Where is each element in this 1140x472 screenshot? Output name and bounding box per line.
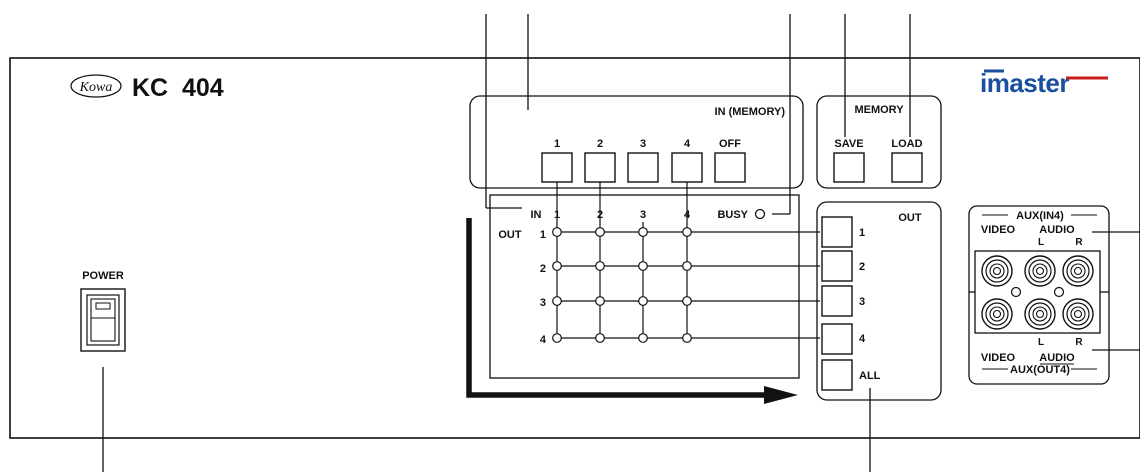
aux-in-video-label: VIDEO [981, 224, 1016, 236]
in-memory-button-labels: 1 2 3 4 OFF [554, 138, 741, 150]
crosspoint-4-3 [638, 333, 648, 343]
out-title: OUT [898, 212, 922, 224]
kowa-logo: Kowa [79, 80, 113, 95]
aux-out-audio-left-jack[interactable] [1024, 298, 1056, 330]
out-button-1[interactable] [821, 216, 853, 248]
aux-indicator-right [1053, 286, 1065, 298]
aux-in-audio-label: AUDIO [1039, 224, 1075, 236]
aux-in-audio-right-jack[interactable] [1062, 255, 1094, 287]
in-memory-label-4: 4 [684, 138, 691, 150]
matrix-box [489, 194, 800, 379]
aux-in-title: AUX(IN4) [1016, 210, 1064, 222]
matrix-output-3: 3 [540, 297, 546, 309]
in-memory-label-1: 1 [554, 138, 560, 150]
matrix-in-label: IN [531, 209, 542, 221]
memory-box [816, 95, 942, 189]
out-label-all: ALL [859, 370, 881, 382]
aux-in-video-jack[interactable] [981, 255, 1013, 287]
crosspoint-3-3 [638, 296, 648, 306]
busy-label: BUSY [717, 209, 748, 221]
out-label-4: 4 [859, 333, 866, 345]
in-memory-label-2: 2 [597, 138, 603, 150]
save-label: SAVE [834, 138, 863, 150]
crosspoint-3-4 [682, 296, 692, 306]
in-memory-label-off: OFF [719, 138, 741, 150]
aux-out-title: AUX(OUT4) [1010, 364, 1070, 376]
aux-in-right-label: R [1075, 237, 1083, 248]
crosspoint-4-1 [552, 333, 562, 343]
out-label-3: 3 [859, 296, 865, 308]
matrix-output-4: 4 [540, 334, 547, 346]
in-memory-button-3[interactable] [627, 152, 659, 183]
aux-indicator-left [1010, 286, 1022, 298]
crosspoint-1-1 [552, 227, 562, 237]
in-memory-button-2[interactable] [584, 152, 616, 183]
aux-out-video-jack[interactable] [981, 298, 1013, 330]
in-memory-label-3: 3 [640, 138, 646, 150]
out-box [816, 201, 942, 401]
out-button-2[interactable] [821, 250, 853, 282]
matrix-out-label: OUT [498, 229, 522, 241]
matrix-output-2: 2 [540, 263, 546, 275]
power-switch[interactable] [80, 288, 126, 352]
aux-out-right-label: R [1075, 337, 1083, 348]
crosspoint-2-4 [682, 261, 692, 271]
aux-out-video-label: VIDEO [981, 352, 1016, 364]
crosspoint-1-2 [595, 227, 605, 237]
in-memory-button-4[interactable] [671, 152, 703, 183]
out-button-all[interactable] [821, 359, 853, 391]
aux-out-left-label: L [1038, 337, 1044, 348]
crosspoint-2-1 [552, 261, 562, 271]
in-memory-box [469, 95, 804, 189]
crosspoint-2-3 [638, 261, 648, 271]
aux-out-audio-label: AUDIO [1039, 352, 1075, 364]
save-button[interactable] [833, 152, 865, 183]
power-label: POWER [82, 270, 124, 282]
crosspoint-4-2 [595, 333, 605, 343]
flow-arrow [466, 218, 798, 404]
load-button[interactable] [891, 152, 923, 183]
memory-title: MEMORY [854, 104, 904, 116]
aux-out-audio-right-jack[interactable] [1062, 298, 1094, 330]
matrix-input-3: 3 [640, 209, 646, 221]
crosspoint-4-4 [682, 333, 692, 343]
matrix-input-labels: 1 2 3 4 [554, 209, 691, 221]
aux-box [968, 205, 1110, 385]
aux-in-left-label: L [1038, 237, 1044, 248]
crosspoint-2-2 [595, 261, 605, 271]
chassis-outline [9, 57, 1140, 439]
load-label: LOAD [891, 138, 922, 150]
in-memory-button-off[interactable] [714, 152, 746, 183]
out-button-4[interactable] [821, 323, 853, 355]
kowa-logo-oval [70, 74, 122, 98]
crosspoint-1-3 [638, 227, 648, 237]
in-memory-title: IN (MEMORY) [715, 106, 786, 118]
aux-in-audio-left-jack[interactable] [1024, 255, 1056, 287]
imaster-logo: imaster [980, 68, 1108, 98]
out-label-2: 2 [859, 261, 865, 273]
svg-text:imaster: imaster [980, 68, 1069, 98]
crosspoint-1-4 [682, 227, 692, 237]
out-button-labels: 1 2 3 4 ALL [859, 227, 881, 382]
crosspoint-3-2 [595, 296, 605, 306]
crosspoint-nodes [552, 227, 692, 343]
busy-indicator [754, 208, 766, 220]
matrix-output-1: 1 [540, 229, 546, 241]
callout-lines [102, 14, 1140, 472]
out-button-3[interactable] [821, 285, 853, 317]
in-memory-button-1[interactable] [541, 152, 573, 183]
crosspoint-3-1 [552, 296, 562, 306]
matrix-output-labels: 1 2 3 4 [540, 229, 547, 346]
model-name: KC 404 [132, 74, 224, 102]
out-label-1: 1 [859, 227, 865, 239]
matrix-grid [556, 182, 820, 339]
